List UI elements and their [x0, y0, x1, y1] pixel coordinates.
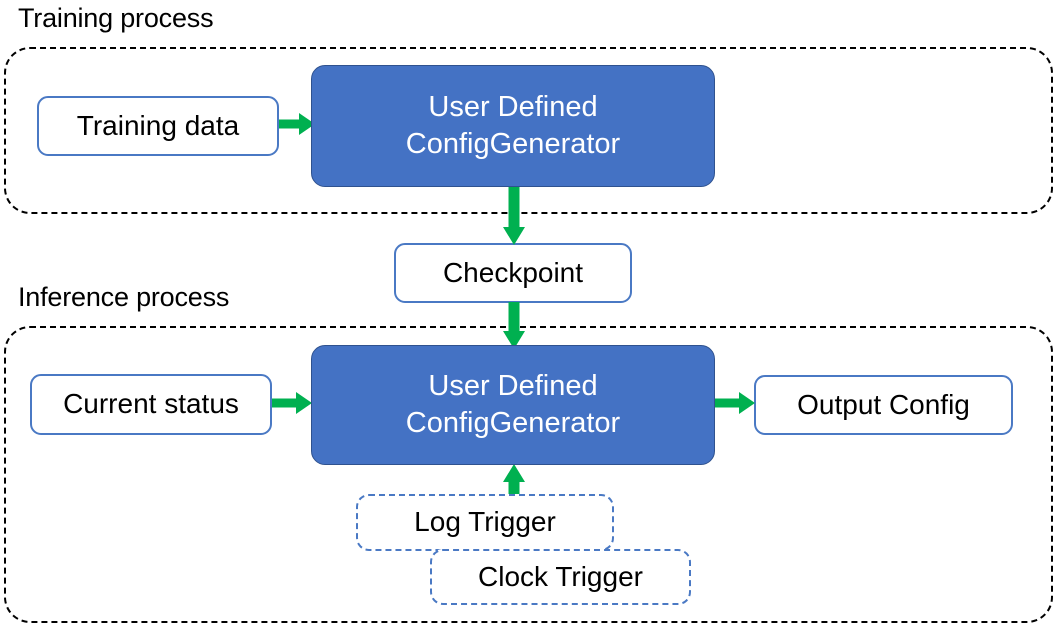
inference-process-title: Inference process [18, 282, 230, 312]
node-training-data[interactable]: Training data [37, 96, 279, 156]
node-training-data-label: Training data [76, 109, 240, 141]
node-output-config-label: Output Config [797, 388, 970, 420]
generator-inference-line2: ConfigGenerator [405, 407, 621, 439]
arrow-generator-to-checkpoint [503, 186, 525, 245]
generator-training-line2: ConfigGenerator [405, 128, 621, 160]
node-current-status-label: Current status [63, 388, 239, 420]
node-log-trigger[interactable]: Log Trigger [356, 494, 614, 551]
node-user-defined-config-generator-inference[interactable]: User Defined ConfigGenerator [311, 345, 715, 465]
node-user-defined-config-generator-training[interactable]: User Defined ConfigGenerator [311, 65, 715, 187]
arrow-triggers-to-generator [503, 464, 525, 497]
node-current-status[interactable]: Current status [30, 374, 272, 435]
node-clock-trigger-label: Clock Trigger [478, 560, 643, 592]
generator-training-line1: User Defined [428, 90, 598, 123]
node-clock-trigger[interactable]: Clock Trigger [430, 549, 691, 605]
training-process-title: Training process [18, 3, 214, 33]
inference-process-group [4, 326, 1053, 623]
node-output-config[interactable]: Output Config [754, 375, 1013, 435]
arrow-checkpoint-to-generator [503, 302, 525, 349]
arrow-current-status-to-generator [272, 392, 312, 414]
arrow-training-data-to-generator [279, 113, 315, 135]
arrow-generator-to-output-config [715, 392, 755, 414]
node-checkpoint-label: Checkpoint [442, 256, 584, 288]
training-process-group [4, 47, 1053, 214]
node-checkpoint[interactable]: Checkpoint [394, 243, 632, 303]
generator-inference-line1: User Defined [428, 369, 598, 402]
node-log-trigger-label: Log Trigger [414, 506, 556, 538]
